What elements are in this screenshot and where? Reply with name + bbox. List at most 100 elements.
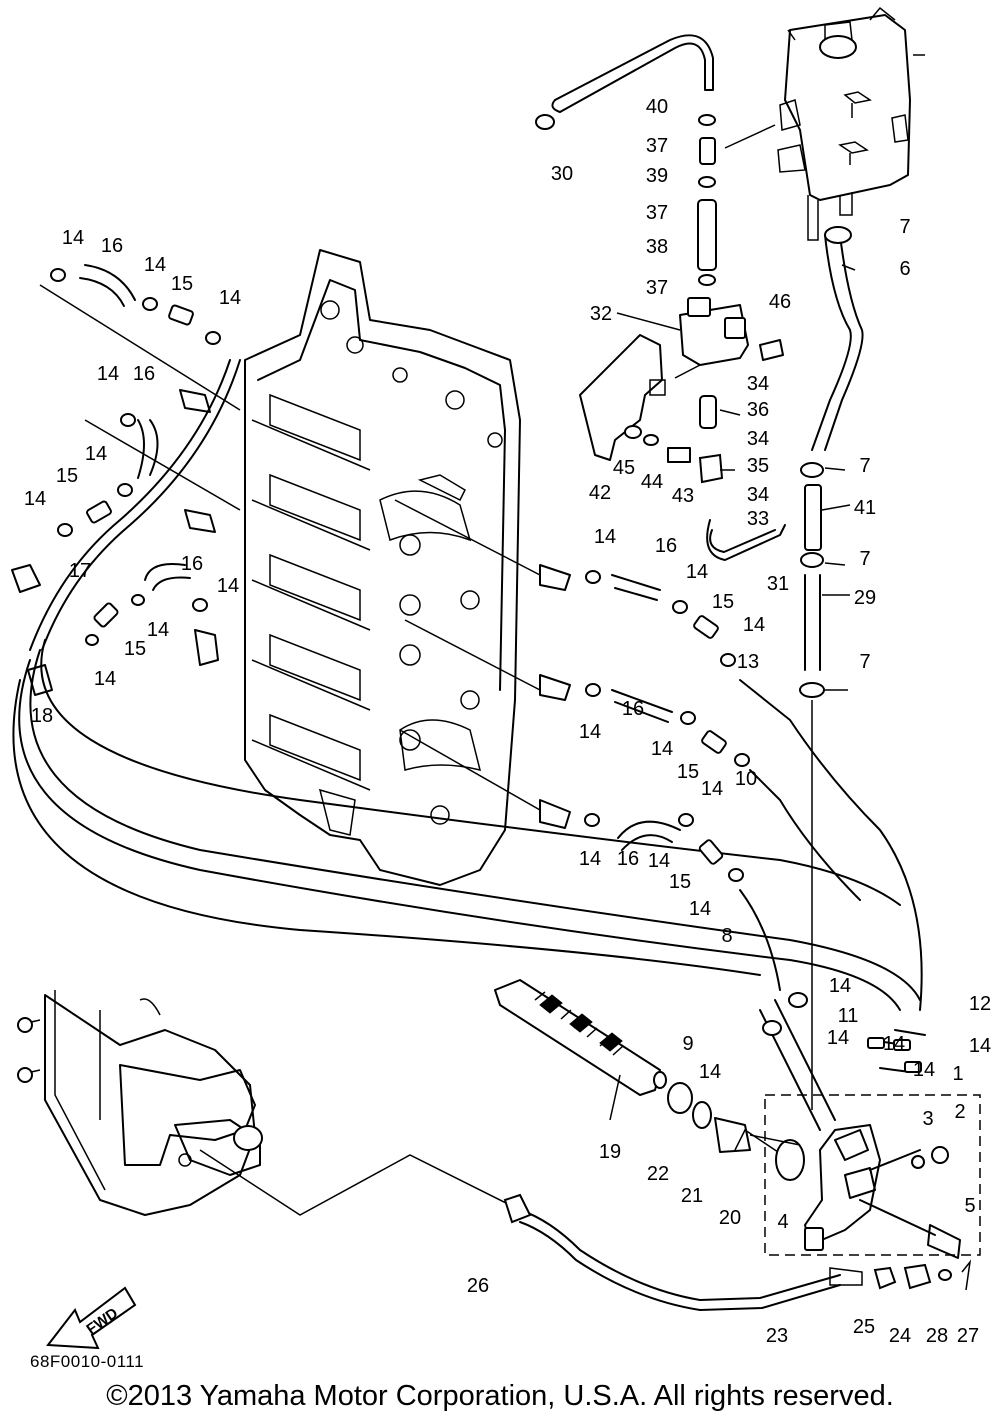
callout-14: 14	[24, 488, 46, 510]
callout-34: 34	[747, 484, 769, 506]
callout-40: 40	[646, 96, 668, 118]
callout-14: 14	[147, 619, 169, 641]
callout-15: 15	[669, 871, 691, 893]
callout-17: 17	[69, 560, 91, 582]
callout-14: 14	[913, 1059, 935, 1081]
leader-lines	[39, 124, 856, 1216]
callout-3: 3	[922, 1108, 933, 1130]
callout-44: 44	[641, 471, 663, 493]
callout-35: 35	[747, 455, 769, 477]
callout-41: 41	[854, 497, 876, 519]
callout-14: 14	[701, 778, 723, 800]
callout-6: 6	[899, 258, 910, 280]
callout-10: 10	[735, 768, 757, 790]
vent-hose-stack	[535, 34, 717, 286]
cylinder-block	[244, 249, 521, 886]
oil-pump-assembly	[667, 992, 981, 1259]
callout-2: 2	[954, 1101, 965, 1123]
callout-16: 16	[181, 553, 203, 575]
callout-14: 14	[829, 975, 851, 997]
callout-37: 37	[646, 277, 668, 299]
callout-14: 14	[969, 1035, 991, 1057]
callout-22: 22	[647, 1163, 669, 1185]
hose-fittings	[11, 264, 750, 882]
callout-23: 23	[766, 1325, 788, 1347]
lower-engine-section	[17, 990, 263, 1216]
callout-14: 14	[689, 898, 711, 920]
callout-4: 4	[777, 1211, 788, 1233]
callout-15: 15	[171, 273, 193, 295]
callout-15: 15	[677, 761, 699, 783]
callout-12: 12	[969, 993, 991, 1015]
callout-16: 16	[617, 848, 639, 870]
callout-5: 5	[964, 1195, 975, 1217]
callout-29: 29	[854, 587, 876, 609]
callout-20: 20	[719, 1207, 741, 1229]
callout-42: 42	[589, 482, 611, 504]
oil-line	[503, 1193, 972, 1311]
callout-7: 7	[859, 651, 870, 673]
callout-7: 7	[859, 455, 870, 477]
callout-25: 25	[853, 1316, 875, 1338]
callout-43: 43	[672, 485, 694, 507]
callout-37: 37	[646, 202, 668, 224]
callout-14: 14	[743, 614, 765, 636]
callout-14: 14	[883, 1033, 905, 1055]
callout-21: 21	[681, 1185, 703, 1207]
callout-15: 15	[56, 465, 78, 487]
callout-19: 19	[599, 1141, 621, 1163]
callout-46: 46	[769, 291, 791, 313]
callout-7: 7	[899, 216, 910, 238]
callout-26: 26	[467, 1275, 489, 1297]
callout-11: 11	[838, 1005, 859, 1027]
callout-34: 34	[747, 428, 769, 450]
callout-18: 18	[31, 705, 53, 727]
callout-14: 14	[648, 850, 670, 872]
callout-16: 16	[133, 363, 155, 385]
callout-14: 14	[85, 443, 107, 465]
callout-15: 15	[712, 591, 734, 613]
callout-13: 13	[737, 651, 759, 673]
callout-14: 14	[827, 1027, 849, 1049]
callout-16: 16	[622, 698, 644, 720]
callout-16: 16	[101, 235, 123, 257]
callout-30: 30	[551, 163, 573, 185]
callout-24: 24	[889, 1325, 911, 1347]
fwd-arrow-icon: FWD	[46, 1286, 137, 1350]
oil-tank	[777, 6, 925, 241]
oil-hoses	[12, 359, 923, 1131]
callout-14: 14	[686, 561, 708, 583]
callout-14: 14	[579, 848, 601, 870]
callout-8: 8	[721, 925, 732, 947]
drive-gear-shaft	[494, 979, 667, 1096]
callout-15: 15	[124, 638, 146, 660]
callout-7: 7	[859, 548, 870, 570]
callout-39: 39	[646, 165, 668, 187]
callout-14: 14	[62, 227, 84, 249]
part-callouts: 1234567777891011121314141414141414141414…	[24, 96, 991, 1347]
callout-31: 31	[767, 573, 789, 595]
callout-14: 14	[97, 363, 119, 385]
right-vertical-hoses	[799, 226, 864, 1110]
callout-14: 14	[94, 668, 116, 690]
diagram-code: 68F0010-0111	[30, 1352, 145, 1371]
callout-14: 14	[144, 254, 166, 276]
copyright-notice: ©2013 Yamaha Motor Corporation, U.S.A. A…	[106, 1380, 894, 1412]
callout-36: 36	[747, 399, 769, 421]
solenoid-bracket	[579, 297, 786, 561]
callout-32: 32	[590, 303, 612, 325]
callout-14: 14	[579, 721, 601, 743]
callout-9: 9	[682, 1033, 693, 1055]
callout-33: 33	[747, 508, 769, 530]
callout-38: 38	[646, 236, 668, 258]
callout-14: 14	[217, 575, 239, 597]
callout-1: 1	[952, 1063, 963, 1085]
callout-28: 28	[926, 1325, 948, 1347]
callout-45: 45	[613, 457, 635, 479]
callout-27: 27	[957, 1325, 979, 1347]
callout-34: 34	[747, 373, 769, 395]
callout-14: 14	[219, 287, 241, 309]
callout-16: 16	[655, 535, 677, 557]
callout-14: 14	[651, 738, 673, 760]
